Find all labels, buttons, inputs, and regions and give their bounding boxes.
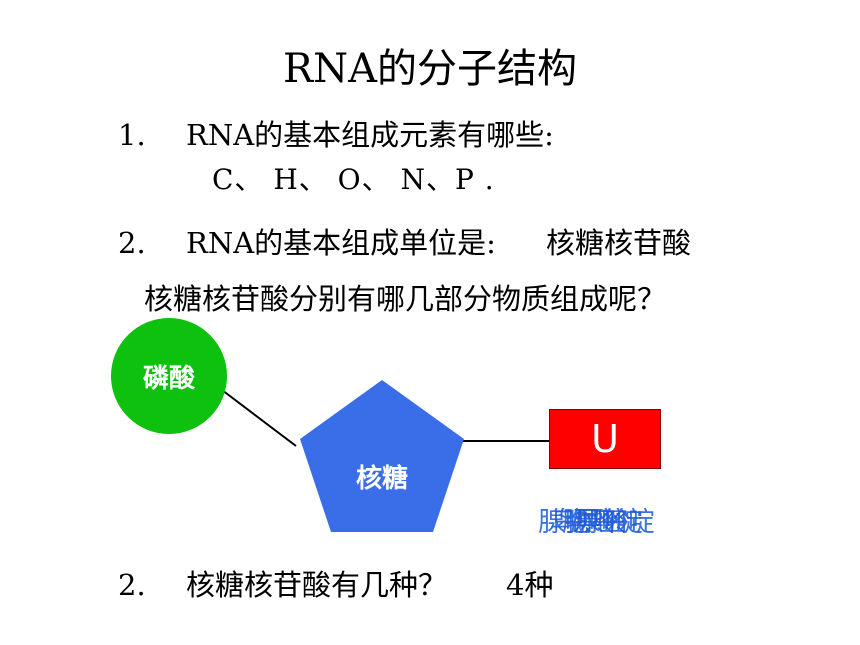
- base-name-cytosine: 胞嘧啶: [562, 507, 643, 538]
- question-2-number: 2.: [118, 226, 146, 260]
- question-4-text: 核糖核苷酸有几种？: [186, 568, 448, 602]
- base-name-uracil: 尿嘧啶: [574, 507, 655, 538]
- phosphate-circle: 磷酸: [111, 318, 227, 434]
- elements-answer: C、 H、 O、 N、P .: [212, 163, 495, 196]
- question-4: 2. 核糖核苷酸有几种？: [118, 562, 447, 604]
- question-1: 1. RNA的基本组成元素有哪些:: [118, 112, 554, 154]
- question-2-text: RNA的基本组成单位是:: [186, 226, 496, 260]
- question-1-text: RNA的基本组成元素有哪些:: [186, 118, 554, 152]
- question-2: 2. RNA的基本组成单位是:: [118, 220, 496, 262]
- sugar-pentagon: [300, 380, 464, 532]
- base-letter: U: [591, 417, 619, 461]
- question-4-number: 2.: [118, 568, 146, 602]
- sugar-pentagon-shape: [300, 380, 464, 532]
- phosphate-label: 磷酸: [142, 363, 195, 394]
- question-2-answer: 核糖核苷酸: [546, 226, 692, 260]
- base-name-labels: 腺嘌呤 鸟嘌呤 胞嘧啶 尿嘧啶: [538, 500, 672, 538]
- base-box: U: [549, 409, 661, 469]
- phosphate-sugar-bond: [221, 389, 297, 447]
- slide-title: RNA的分子结构: [282, 46, 577, 92]
- base-name-guanine: 鸟嘌呤: [550, 507, 631, 538]
- sugar-label: 核糖: [355, 464, 408, 494]
- question-3: 核糖核苷酸分别有哪几部分物质组成呢？: [144, 282, 667, 316]
- question-4-answer: 4种: [506, 568, 554, 602]
- base-name-adenine: 腺嘌呤: [538, 507, 619, 538]
- question-1-number: 1.: [118, 118, 146, 152]
